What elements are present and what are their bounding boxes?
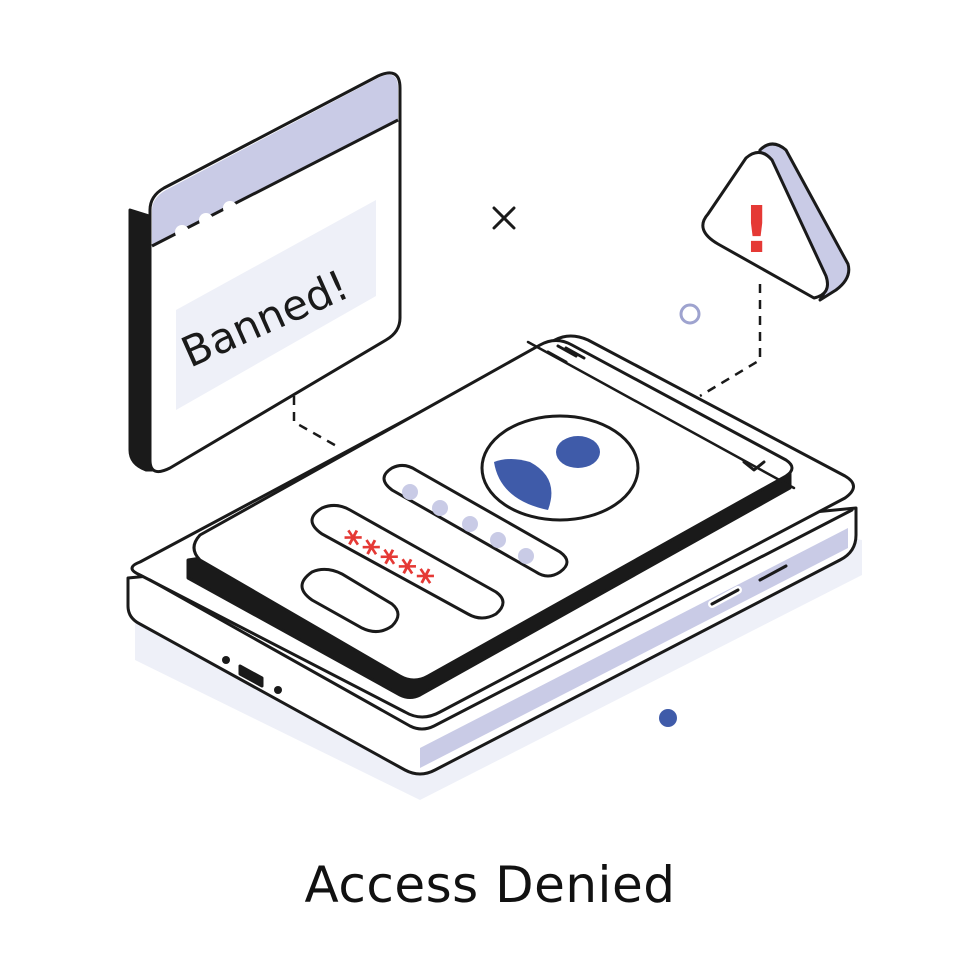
browser-window-icon: [128, 71, 402, 474]
user-avatar-icon: [480, 414, 640, 522]
caption-title: Access Denied: [304, 856, 676, 914]
decor-dot: [659, 709, 677, 727]
decor-ring: [679, 303, 701, 325]
warning-symbol: !: [742, 194, 771, 268]
connector-line: [292, 396, 341, 450]
login-button: [300, 567, 400, 633]
username-field: [382, 463, 569, 578]
close-x-icon: [492, 206, 516, 230]
warning-triangle-icon: [701, 142, 851, 302]
alert-connector-line: [699, 284, 762, 398]
